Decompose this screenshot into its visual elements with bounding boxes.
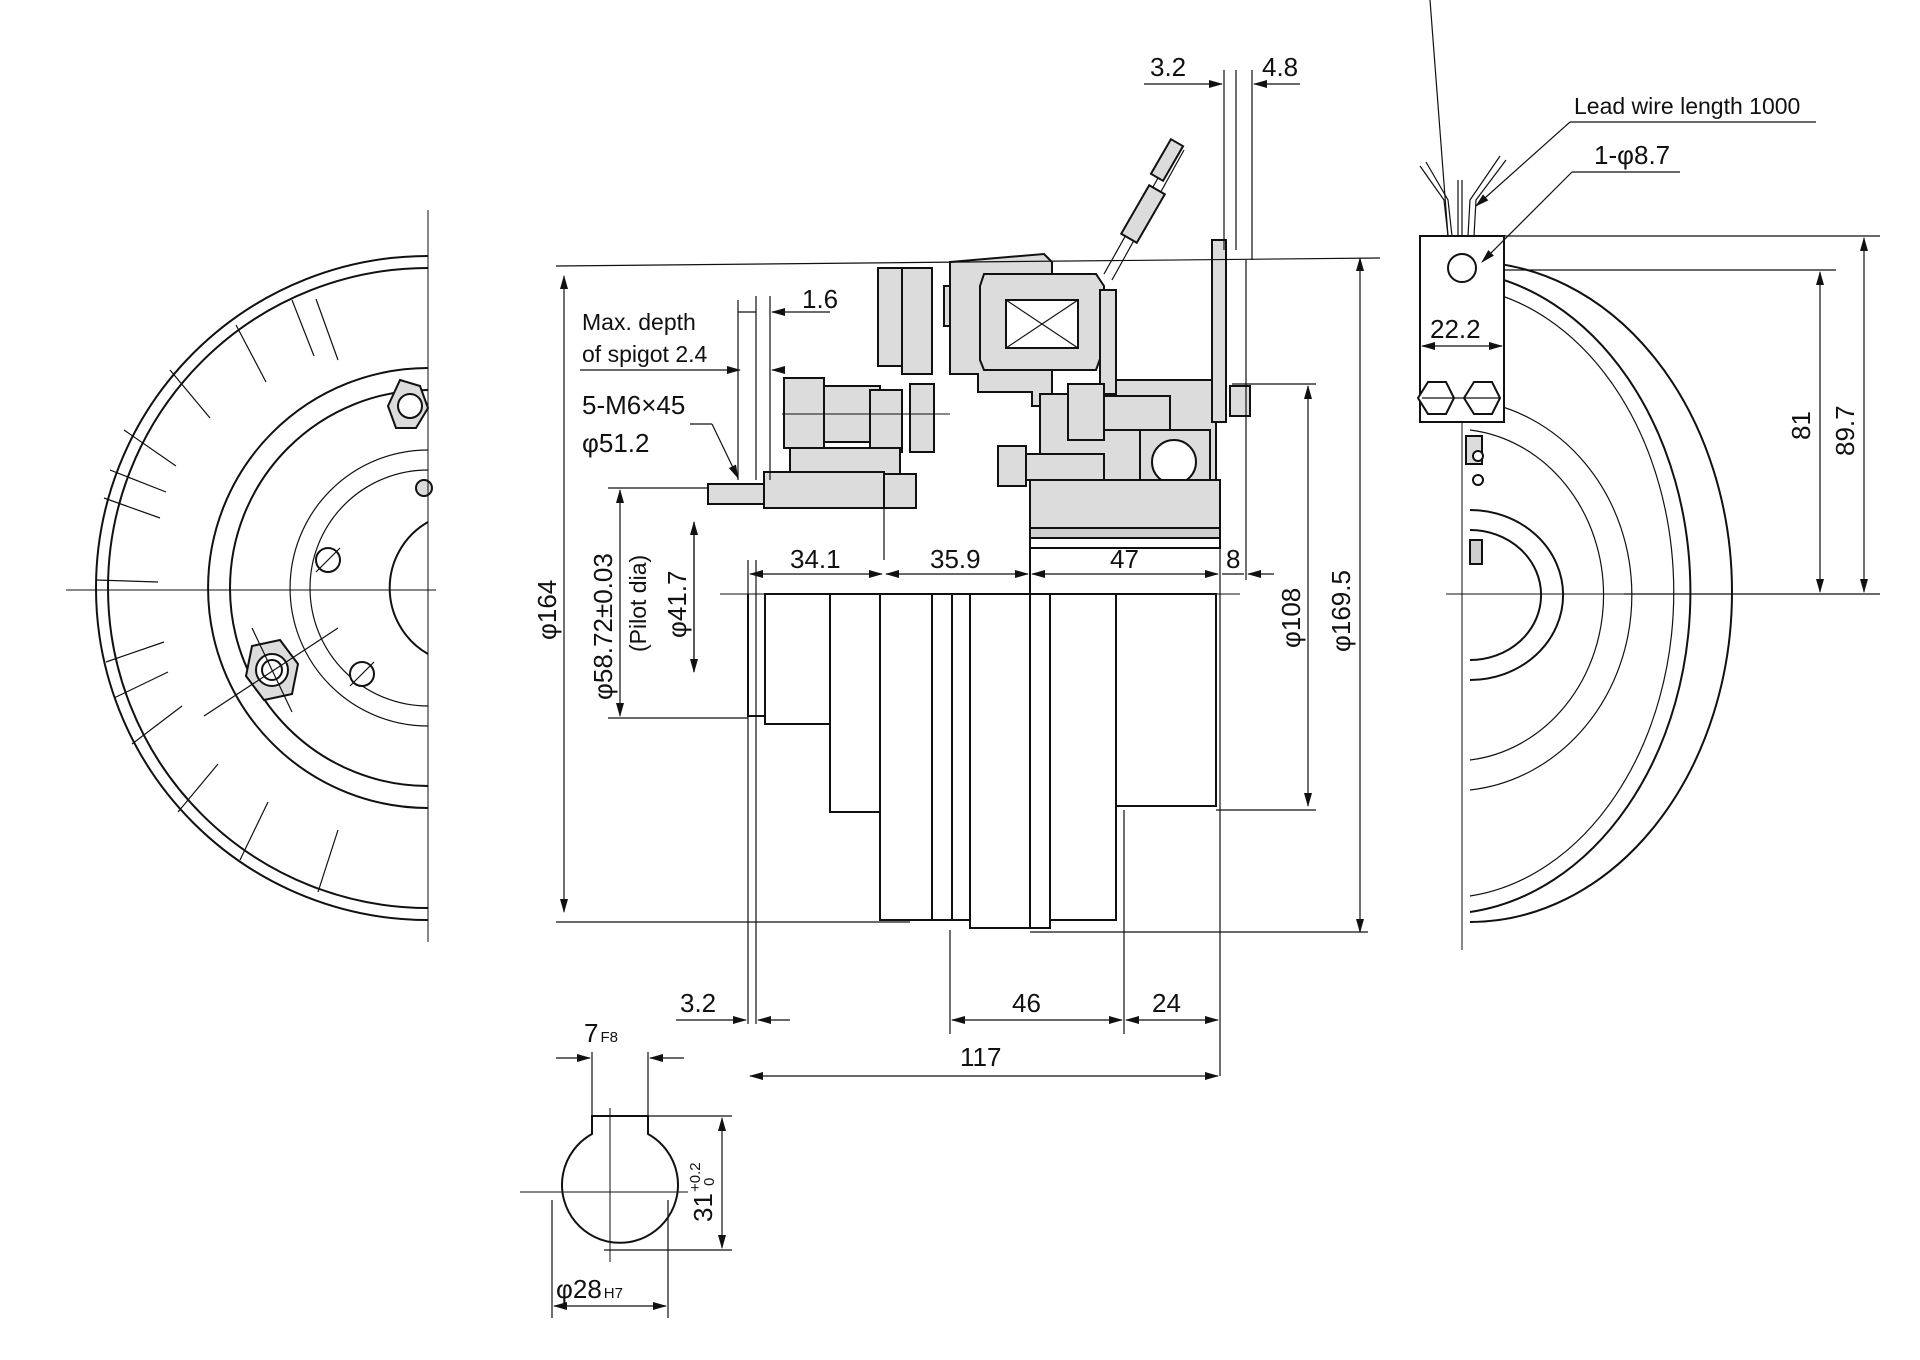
dim-164: φ164 <box>532 580 562 640</box>
pilot-dia-note: (Pilot dia) <box>625 555 651 652</box>
keyway-tol-upper: +0.2 <box>687 1162 704 1192</box>
dim-41-7: φ41.7 <box>662 571 692 638</box>
keyway-depth-value: 31 <box>688 1193 718 1222</box>
terminal-block <box>1416 0 1507 423</box>
fan-ribs <box>95 298 339 893</box>
lead-wire-note: Lead wire length 1000 <box>1574 93 1800 119</box>
right-rear-view <box>1416 0 1880 950</box>
dim-117: 117 <box>960 1042 1001 1072</box>
dimension-labels: 3.2 4.8 1.6 Max. depth of spigot 2.4 5-M… <box>532 52 1860 1304</box>
dim-47: 47 <box>1110 544 1139 574</box>
dim-35-9: 35.9 <box>930 544 981 574</box>
dim-58-72: φ58.72±0.03 <box>588 553 618 700</box>
dim-34-1: 34.1 <box>790 544 841 574</box>
side-view <box>707 137 1251 929</box>
dim-3-2-bottom: 3.2 <box>680 988 716 1018</box>
hole-spec: 1-φ8.7 <box>1594 140 1670 170</box>
spigot-note-line1: Max. depth <box>582 309 696 335</box>
keyway-depth: 31 +0.2 0 <box>687 1162 718 1222</box>
dim-51-2: φ51.2 <box>582 428 649 458</box>
key-width-value: 7 <box>584 1018 598 1048</box>
dim-24: 24 <box>1152 988 1181 1018</box>
bolt-spec: 5-M6×45 <box>582 390 685 420</box>
dim-8: 8 <box>1226 544 1240 574</box>
hex-bolt-lower <box>203 627 339 717</box>
dim-3-2-top: 3.2 <box>1150 52 1186 82</box>
key-width-tolerance: F8 <box>600 1029 618 1046</box>
dim-1-6: 1.6 <box>802 284 838 314</box>
dim-46: 46 <box>1012 988 1041 1018</box>
keyway-tol-lower: 0 <box>701 1178 718 1186</box>
bore-tolerance: H7 <box>604 1285 623 1302</box>
mount-hole-right <box>415 479 433 497</box>
dim-81: 81 <box>1786 411 1816 440</box>
bore-value: φ28 <box>556 1274 602 1304</box>
spigot-note-line2: of spigot 2.4 <box>582 341 708 367</box>
mount-hole-left <box>315 547 341 573</box>
shaft-detail <box>520 1052 732 1318</box>
mount-hole-upper <box>386 378 430 429</box>
dim-108: φ108 <box>1276 588 1306 648</box>
mount-hole-lower <box>349 661 375 687</box>
dim-4-8: 4.8 <box>1262 52 1298 82</box>
left-front-view <box>66 210 436 942</box>
dim-89-7: 89.7 <box>1830 405 1860 456</box>
dimension-lines <box>555 70 1381 1080</box>
dim-22-2: 22.2 <box>1430 314 1481 344</box>
dim-169-5: φ169.5 <box>1326 570 1356 652</box>
